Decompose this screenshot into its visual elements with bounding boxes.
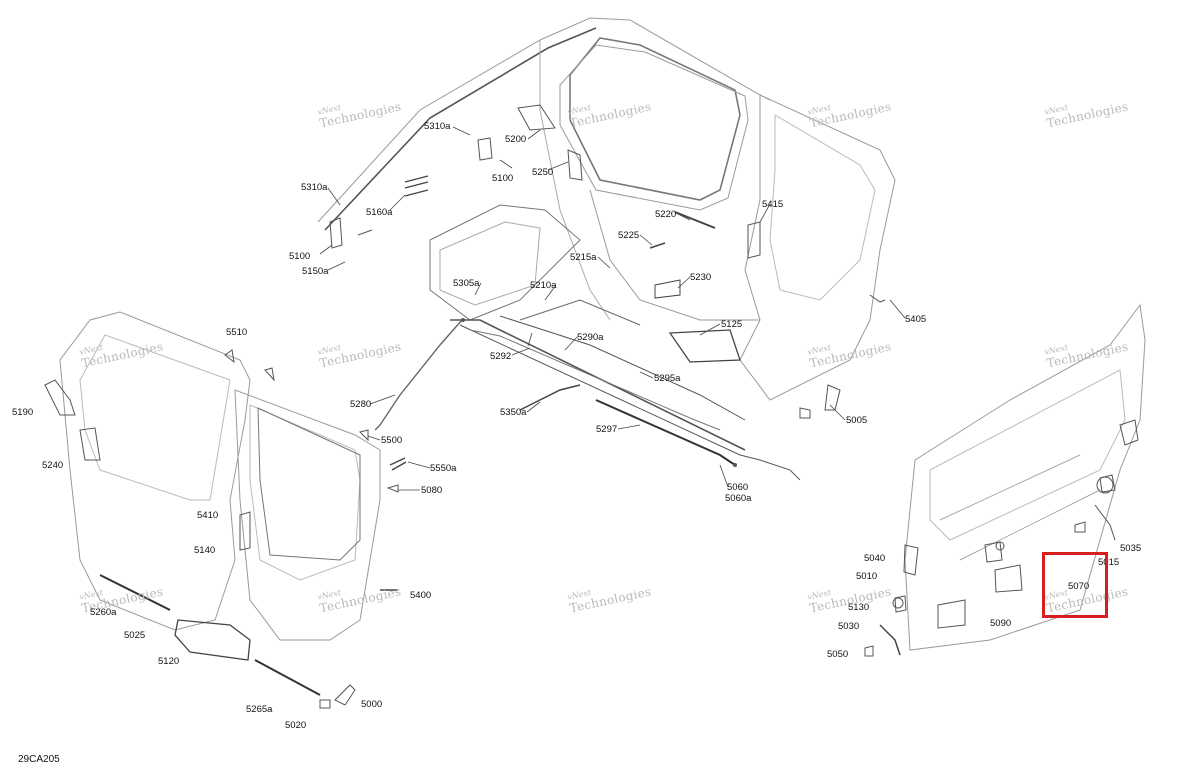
- callout-5292[interactable]: 5292: [490, 351, 512, 362]
- callout-5025[interactable]: 5025: [124, 630, 146, 641]
- callout-5500[interactable]: 5500: [381, 435, 403, 446]
- callout-5020[interactable]: 5020: [285, 720, 307, 731]
- callout-5030[interactable]: 5030: [838, 621, 860, 632]
- callout-5310a[interactable]: 5310a: [424, 121, 451, 132]
- highlight-box: [1042, 552, 1108, 618]
- callout-5160a[interactable]: 5160a: [366, 207, 393, 218]
- connector-dots: [461, 318, 1114, 609]
- callout-5015[interactable]: 5015: [1098, 557, 1120, 568]
- callout-5240[interactable]: 5240: [42, 460, 64, 471]
- callout-5130[interactable]: 5130: [848, 602, 870, 613]
- callout-5190[interactable]: 5190: [12, 407, 34, 418]
- callout-5210a[interactable]: 5210a: [530, 280, 557, 291]
- callout-5260a[interactable]: 5260a: [90, 607, 117, 618]
- right-rear-panel: [864, 303, 1146, 657]
- callout-5125[interactable]: 5125: [721, 319, 743, 330]
- callout-5140[interactable]: 5140: [194, 545, 216, 556]
- callout-5060a[interactable]: 5060a: [725, 493, 752, 504]
- callout-5040[interactable]: 5040: [864, 553, 886, 564]
- callout-5510[interactable]: 5510: [226, 327, 248, 338]
- callout-5295a[interactable]: 5295a: [654, 373, 681, 384]
- callout-5080[interactable]: 5080: [421, 485, 443, 496]
- callout-5305a[interactable]: 5305a: [453, 278, 480, 289]
- callout-5010[interactable]: 5010: [856, 571, 878, 582]
- callout-5250[interactable]: 5250: [532, 167, 554, 178]
- callout-5405[interactable]: 5405: [905, 314, 927, 325]
- callout-5100[interactable]: 5100: [492, 173, 514, 184]
- callout-5230[interactable]: 5230: [690, 272, 712, 283]
- callout-5350a[interactable]: 5350a: [500, 407, 527, 418]
- callout-5005[interactable]: 5005: [846, 415, 868, 426]
- callout-5225[interactable]: 5225: [618, 230, 640, 241]
- callout-5050[interactable]: 5050: [827, 649, 849, 660]
- callout-5035[interactable]: 5035: [1120, 543, 1142, 554]
- callout-5415[interactable]: 5415: [762, 199, 784, 210]
- diagram-id: 29CA205: [18, 754, 60, 765]
- callout-5265a[interactable]: 5265a: [246, 704, 273, 715]
- callout-5070[interactable]: 5070: [1068, 581, 1090, 592]
- callout-5200[interactable]: 5200: [505, 134, 527, 145]
- left-door-assembly: [44, 311, 407, 709]
- callout-5120[interactable]: 5120: [158, 656, 180, 667]
- callout-5290a[interactable]: 5290a: [577, 332, 604, 343]
- callout-5410[interactable]: 5410: [197, 510, 219, 521]
- callout-5100[interactable]: 5100: [289, 251, 311, 262]
- callout-5297[interactable]: 5297: [596, 424, 618, 435]
- callout-5220[interactable]: 5220: [655, 209, 677, 220]
- callout-5550a[interactable]: 5550a: [430, 463, 457, 474]
- callout-5060[interactable]: 5060: [727, 482, 749, 493]
- callout-5310a[interactable]: 5310a: [301, 182, 328, 193]
- leader-lines: [319, 126, 906, 491]
- callout-5215a[interactable]: 5215a: [570, 252, 597, 263]
- callout-5400[interactable]: 5400: [410, 590, 432, 601]
- callout-5000[interactable]: 5000: [361, 699, 383, 710]
- callout-5090[interactable]: 5090: [990, 618, 1012, 629]
- top-cab-assembly: [317, 17, 896, 481]
- callout-5280[interactable]: 5280: [350, 399, 372, 410]
- callout-5150a[interactable]: 5150a: [302, 266, 329, 277]
